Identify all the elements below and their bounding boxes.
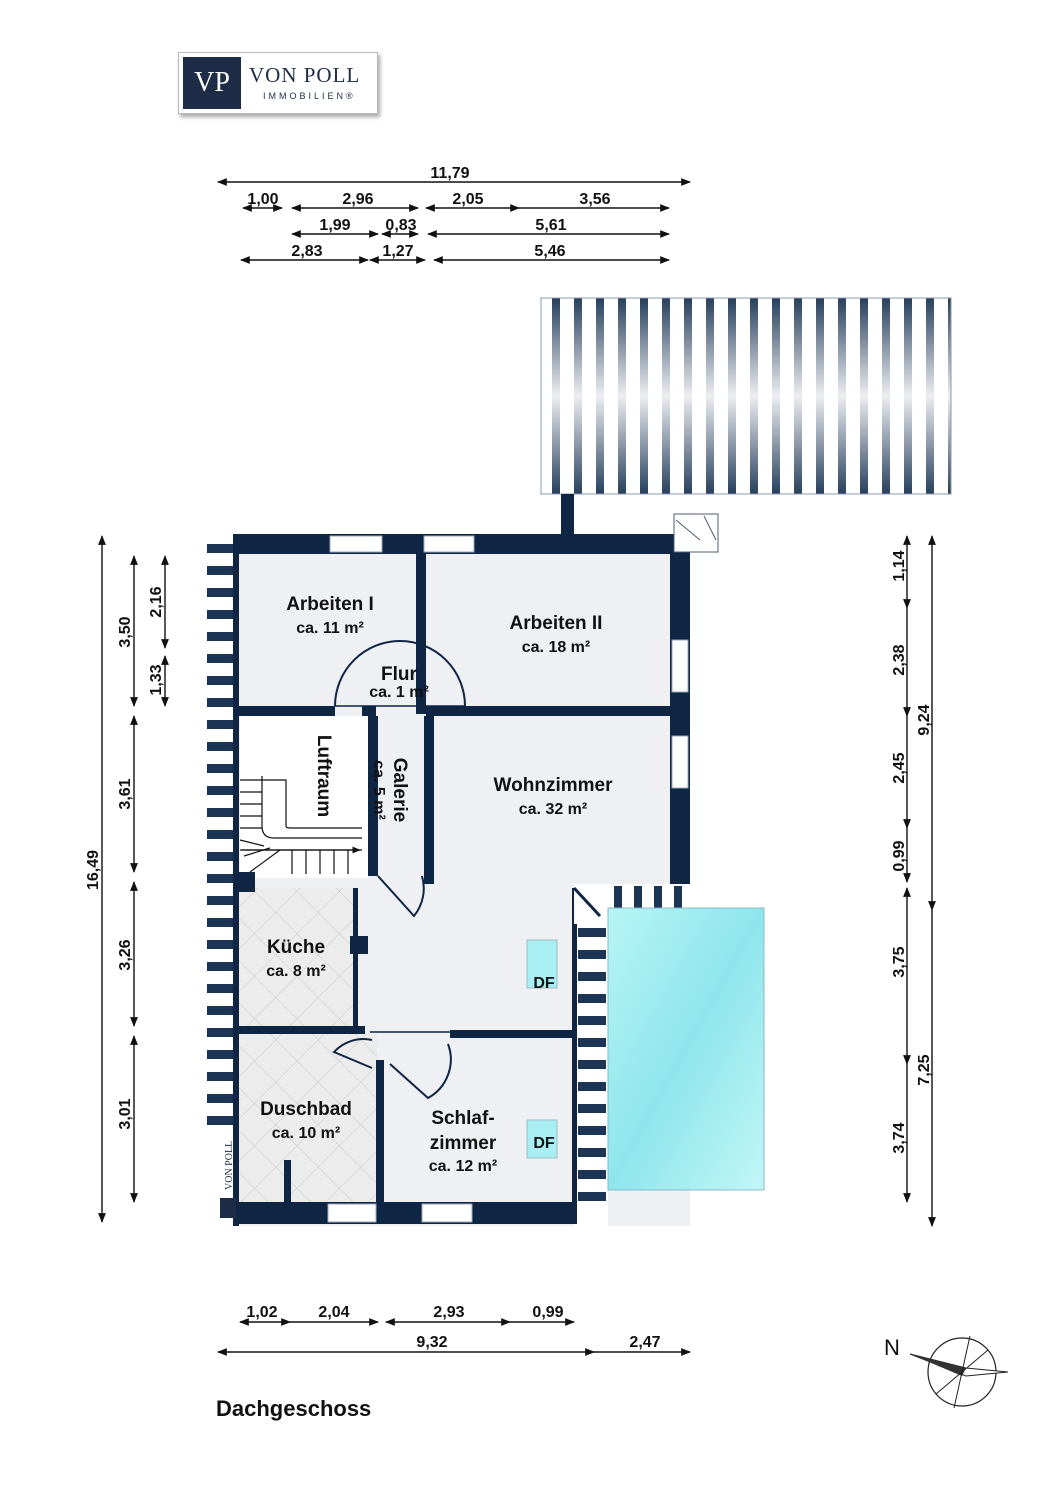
skylight-label: DF (533, 975, 555, 992)
room-area-arbeiten-2: ca. 18 m² (522, 639, 590, 656)
room-name-schlafzimmer-2: zimmer (430, 1133, 497, 1154)
dim-right-3-75: 3,75 (891, 946, 908, 977)
floor-title: Dachgeschoss (216, 1396, 372, 1421)
dim-left-1-33: 1,33 (148, 664, 165, 695)
dim-right-0-99: 0,99 (891, 840, 908, 871)
watermark-text: VON POLL (224, 1141, 235, 1190)
dim-left-2-16: 2,16 (148, 586, 165, 617)
dim-top-3-56: 3,56 (579, 191, 610, 208)
dim-bottom-1-02: 1,02 (246, 1304, 277, 1321)
luftraum-area (240, 716, 368, 878)
dim-right-2-38: 2,38 (891, 644, 908, 675)
building (205, 534, 694, 1226)
dim-top-11-79: 11,79 (430, 165, 469, 182)
skylight-label: DF (533, 1135, 555, 1152)
roof-overhang (540, 297, 952, 538)
dim-left-16-49: 16,49 (85, 850, 102, 890)
dim-top-0-83: 0,83 (385, 217, 416, 234)
skylight-schlafzimmer (526, 1119, 558, 1159)
dim-bottom-0-99: 0,99 (532, 1304, 563, 1321)
kitchen-tiles (235, 888, 355, 1028)
dim-right-9-24: 9,24 (916, 704, 933, 735)
room-name-schlafzimmer-1: Schlaf- (431, 1108, 494, 1129)
logo-initials: VP (183, 57, 241, 109)
dim-top-2-83: 2,83 (291, 243, 322, 260)
top-dimensions: 11,79 1,00 2,96 2,05 3,56 1,99 0,83 5,61… (217, 165, 691, 264)
dim-right-7-25: 7,25 (916, 1054, 933, 1085)
compass-north-label: N (884, 1335, 900, 1360)
dim-right-2-45: 2,45 (891, 752, 908, 783)
dim-top-2-96: 2,96 (342, 191, 373, 208)
dim-top-2-05: 2,05 (452, 191, 483, 208)
room-area-wohnzimmer: ca. 32 m² (519, 801, 587, 818)
dim-top-1-00: 1,00 (247, 191, 278, 208)
von-poll-watermark: VON POLL (220, 1141, 236, 1218)
bottom-dimensions: 1,02 2,04 2,93 0,99 9,32 2,47 (217, 1304, 691, 1356)
skylight-wohnzimmer (526, 939, 558, 989)
dim-bottom-2-93: 2,93 (433, 1304, 464, 1321)
room-labels: Arbeiten I ca. 11 m² Arbeiten II ca. 18 … (260, 594, 613, 1175)
room-area-arbeiten-1: ca. 11 m² (296, 620, 364, 637)
room-area-galerie: ca. 5 m² (370, 760, 387, 820)
bathroom-tiles (235, 1034, 377, 1202)
dim-bottom-9-32: 9,32 (416, 1334, 447, 1351)
dim-left-3-01: 3,01 (117, 1098, 134, 1129)
staircase (239, 776, 362, 874)
dim-top-5-61: 5,61 (535, 217, 566, 234)
chimney-symbol (673, 513, 719, 553)
dim-right-3-74: 3,74 (891, 1122, 908, 1153)
room-name-flur: Flur (381, 664, 417, 685)
room-name-arbeiten-1: Arbeiten I (286, 594, 374, 615)
skylights: DF DF (526, 939, 558, 1159)
compass-rose-icon (909, 1335, 1009, 1409)
room-name-galerie: Galerie (389, 758, 410, 822)
dim-left-3-26: 3,26 (117, 939, 134, 970)
dim-bottom-2-04: 2,04 (318, 1304, 349, 1321)
room-name-kueche: Küche (267, 937, 325, 958)
dim-top-1-27: 1,27 (382, 243, 413, 260)
dim-left-3-61: 3,61 (117, 778, 134, 809)
dim-top-5-46: 5,46 (534, 243, 565, 260)
room-name-arbeiten-2: Arbeiten II (510, 613, 603, 634)
right-dimensions: 1,14 2,38 2,45 0,99 9,24 3,75 3,74 7,25 (891, 535, 936, 1227)
logo-subtitle: IMMOBILIEN® (263, 91, 356, 101)
room-name-wohnzimmer: Wohnzimmer (494, 775, 614, 796)
room-area-flur: ca. 1 m² (369, 684, 429, 701)
logo-name: VON POLL (249, 63, 361, 87)
room-area-duschbad: ca. 10 m² (272, 1125, 340, 1142)
room-name-luftraum: Luftraum (313, 735, 334, 817)
room-area-schlafzimmer: ca. 12 m² (429, 1158, 497, 1175)
dim-bottom-2-47: 2,47 (629, 1334, 660, 1351)
room-name-duschbad: Duschbad (260, 1099, 352, 1120)
dim-top-1-99: 1,99 (319, 217, 350, 234)
von-poll-logo: VP VON POLL IMMOBILIEN® (178, 52, 378, 114)
room-area-kueche: ca. 8 m² (266, 963, 326, 980)
glass-roof (607, 907, 765, 1191)
left-dimensions: 16,49 3,50 2,16 1,33 3,61 3,26 3,01 (85, 535, 169, 1223)
dim-right-1-14: 1,14 (891, 550, 908, 581)
dim-left-3-50: 3,50 (117, 616, 134, 647)
